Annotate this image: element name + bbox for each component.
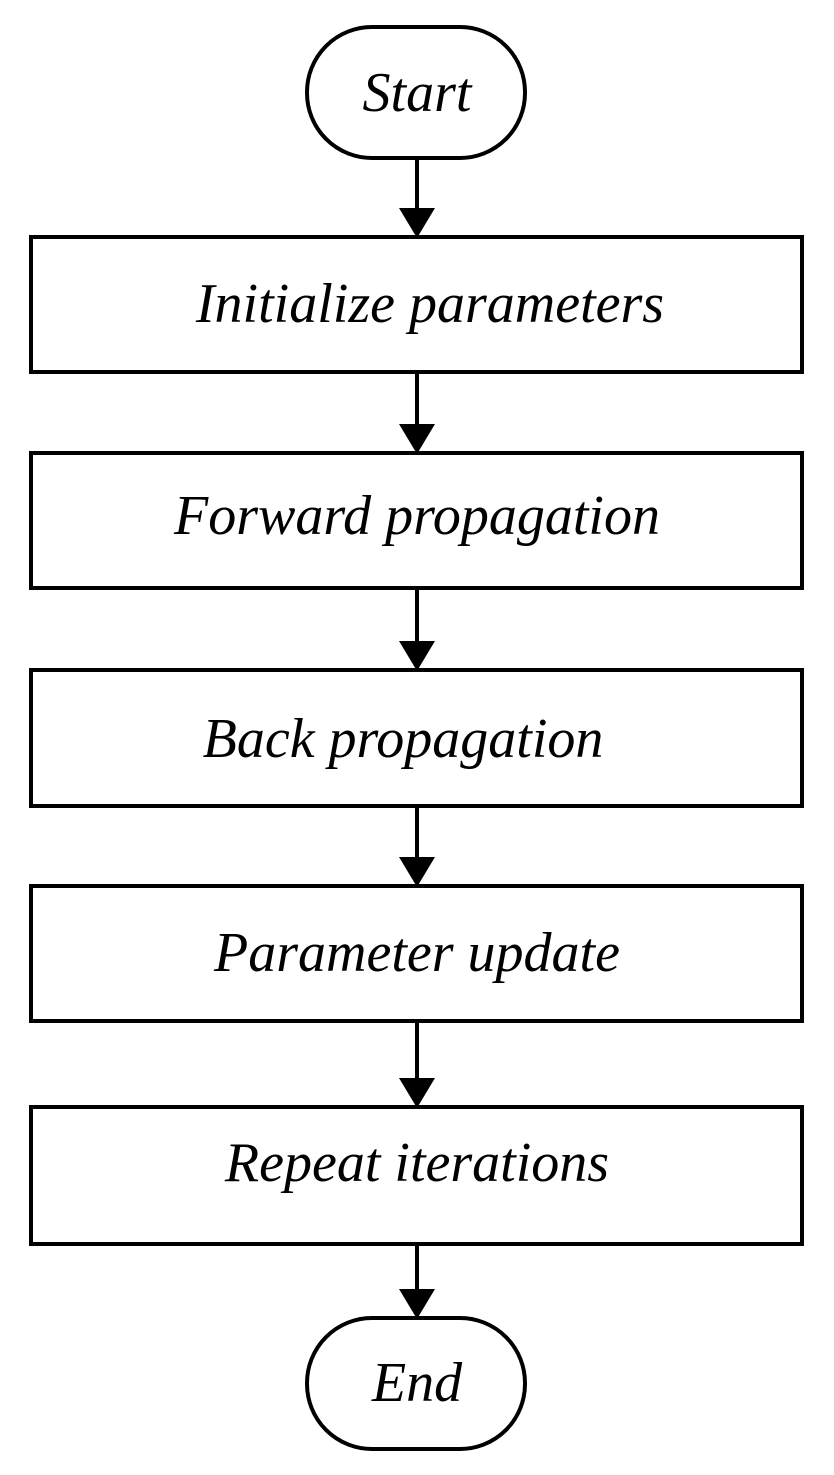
node-parameter-update-label: Parameter update — [213, 922, 620, 984]
edge-init-to-forward — [399, 372, 435, 454]
arrowhead-icon — [399, 208, 435, 238]
node-back-propagation: Back propagation — [29, 668, 804, 808]
node-repeat-iterations: Repeat iterations — [29, 1105, 804, 1246]
node-forward-propagation: Forward propagation — [29, 451, 804, 590]
node-repeat-iterations-label: Repeat iterations — [224, 1132, 609, 1194]
process-shape — [29, 884, 804, 1023]
node-start-label: Start — [363, 62, 473, 124]
process-shape — [29, 451, 804, 590]
nodes-layer: Start Initialize parameters Forward prop… — [29, 25, 804, 1451]
terminal-shape — [305, 25, 527, 160]
edge-forward-to-back — [399, 588, 435, 671]
node-end-label: End — [371, 1352, 463, 1414]
edge-update-to-repeat — [399, 1021, 435, 1108]
edge-start-to-init — [399, 158, 435, 238]
process-shape — [29, 1105, 804, 1246]
process-shape — [29, 235, 804, 374]
terminal-shape — [305, 1316, 527, 1451]
arrowhead-icon — [399, 1289, 435, 1319]
node-start: Start — [305, 25, 527, 160]
edge-back-to-update — [399, 806, 435, 887]
arrowhead-icon — [399, 857, 435, 887]
arrowhead-icon — [399, 641, 435, 671]
process-shape — [29, 668, 804, 808]
node-parameter-update: Parameter update — [29, 884, 804, 1023]
edge-repeat-to-end — [399, 1244, 435, 1319]
node-forward-propagation-label: Forward propagation — [173, 485, 660, 547]
node-back-propagation-label: Back propagation — [203, 708, 604, 770]
node-initialize-parameters: Initialize parameters — [29, 235, 804, 374]
edges-layer — [399, 158, 435, 1319]
arrowhead-icon — [399, 1078, 435, 1108]
node-end: End — [305, 1316, 527, 1451]
arrowhead-icon — [399, 424, 435, 454]
node-initialize-parameters-label: Initialize parameters — [195, 273, 664, 335]
